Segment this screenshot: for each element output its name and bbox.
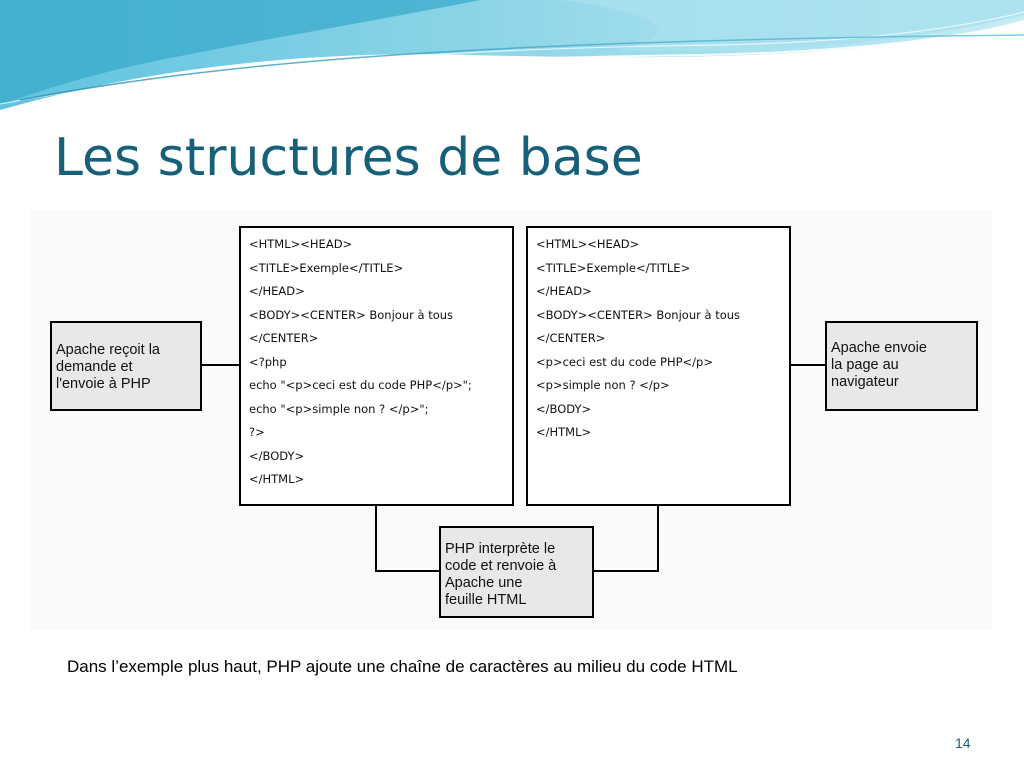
apache-sends-line: la page au: [831, 357, 899, 373]
code-line: <BODY><CENTER> Bonjour à tous: [536, 307, 741, 322]
php-processing-diagram: Apache reçoit la demande et l'envoie à P…: [30, 210, 992, 630]
apache-sends-line: navigateur: [831, 374, 899, 390]
code-line: <HTML><HEAD>: [249, 237, 353, 251]
code-line: <BODY><CENTER> Bonjour à tous: [249, 307, 454, 322]
code-line: </CENTER>: [249, 331, 319, 345]
apache-receives-line: Apache reçoit la: [56, 342, 160, 358]
connector-php-box-horizontal: [375, 570, 440, 572]
php-interprets-box: PHP interprète le code et renvoie à Apac…: [439, 526, 594, 618]
slide-caption: Dans l’exemple plus haut, PHP ajoute une…: [67, 657, 738, 676]
code-line: </BODY>: [536, 401, 592, 416]
connector-html-box-horizontal: [592, 570, 659, 572]
connector-left: [202, 364, 240, 366]
code-line: <TITLE>Exemple</TITLE>: [536, 260, 691, 275]
code-line: </HEAD>: [249, 284, 305, 298]
code-line: <TITLE>Exemple</TITLE>: [249, 260, 404, 275]
html-output-code-box: <HTML><HEAD> <TITLE>Exemple</TITLE> </HE…: [526, 226, 791, 506]
code-line: <?php: [249, 354, 287, 369]
php-source-code-box: <HTML><HEAD> <TITLE>Exemple</TITLE> </HE…: [239, 226, 514, 506]
code-line: </HTML>: [536, 425, 592, 439]
apache-sends-box: Apache envoie la page au navigateur: [825, 321, 978, 411]
apache-receives-line: l'envoie à PHP: [56, 376, 151, 392]
code-line: <p>simple non ? </p>: [536, 378, 670, 392]
code-line: <p>ceci est du code PHP</p>: [536, 354, 713, 369]
code-line: echo "<p>ceci est du code PHP</p>";: [249, 378, 472, 392]
apache-receives-box: Apache reçoit la demande et l'envoie à P…: [50, 321, 202, 411]
slide-title: Les structures de base: [54, 128, 643, 188]
php-interprets-line: feuille HTML: [445, 592, 527, 608]
apache-sends-line: Apache envoie: [831, 340, 927, 356]
code-line: </BODY>: [249, 448, 305, 463]
php-interprets-line: PHP interprète le: [445, 541, 556, 557]
header-wave-decoration: [0, 0, 1024, 113]
connector-php-box-down: [375, 504, 377, 572]
code-line: </HEAD>: [536, 284, 592, 298]
code-line: </CENTER>: [536, 331, 606, 345]
connector-right: [790, 364, 826, 366]
apache-receives-line: demande et: [56, 359, 133, 375]
code-line: <HTML><HEAD>: [536, 237, 640, 251]
php-interprets-line: code et renvoie à: [445, 558, 557, 574]
code-line: echo "<p>simple non ? </p>";: [249, 401, 429, 416]
page-number: 14: [955, 735, 971, 751]
code-line: </HTML>: [249, 472, 305, 486]
code-line: ?>: [249, 425, 265, 439]
connector-html-box-down: [657, 504, 659, 572]
php-interprets-line: Apache une: [445, 575, 523, 591]
